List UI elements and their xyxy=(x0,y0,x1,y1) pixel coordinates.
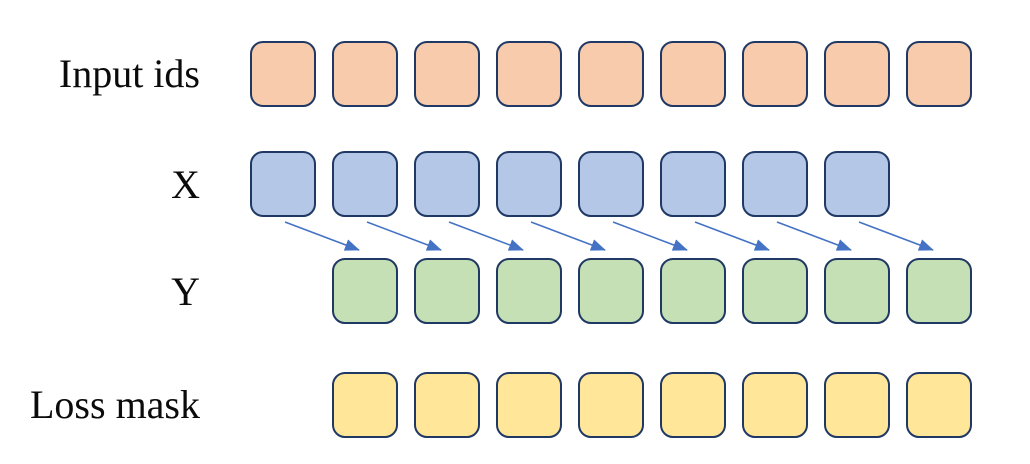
token-cell-y xyxy=(496,258,562,324)
shift-arrow xyxy=(448,221,524,251)
token-cell-loss-mask xyxy=(906,372,972,438)
shift-arrow xyxy=(530,221,606,251)
token-cell-input-ids xyxy=(578,41,644,107)
token-cell-x xyxy=(660,151,726,217)
token-cell-y xyxy=(742,258,808,324)
token-cell-y xyxy=(660,258,726,324)
token-cell-loss-mask xyxy=(332,372,398,438)
token-cell-input-ids xyxy=(250,41,316,107)
shift-arrow xyxy=(284,221,360,251)
token-cell-y xyxy=(578,258,644,324)
shift-arrow xyxy=(858,221,934,251)
token-cell-input-ids xyxy=(906,41,972,107)
token-cell-x xyxy=(578,151,644,217)
token-cell-x xyxy=(332,151,398,217)
shift-arrow xyxy=(366,221,442,251)
token-cell-y xyxy=(824,258,890,324)
token-cell-y xyxy=(332,258,398,324)
token-cell-input-ids xyxy=(496,41,562,107)
token-cell-x xyxy=(742,151,808,217)
shift-arrow xyxy=(694,221,770,251)
token-cell-input-ids xyxy=(824,41,890,107)
token-cell-x xyxy=(824,151,890,217)
token-cell-loss-mask xyxy=(496,372,562,438)
token-cell-input-ids xyxy=(742,41,808,107)
row-label-input-ids: Input ids xyxy=(58,51,200,96)
token-cell-input-ids xyxy=(414,41,480,107)
shift-arrow xyxy=(776,221,852,251)
token-cell-loss-mask xyxy=(824,372,890,438)
token-cell-loss-mask xyxy=(414,372,480,438)
token-cell-x xyxy=(250,151,316,217)
token-cell-loss-mask xyxy=(578,372,644,438)
token-cell-x xyxy=(496,151,562,217)
token-cell-loss-mask xyxy=(742,372,808,438)
token-cell-y xyxy=(414,258,480,324)
token-cell-loss-mask xyxy=(660,372,726,438)
row-label-y: Y xyxy=(171,269,200,314)
token-cell-input-ids xyxy=(660,41,726,107)
token-cell-input-ids xyxy=(332,41,398,107)
row-label-x: X xyxy=(171,162,200,207)
token-cell-y xyxy=(906,258,972,324)
token-cell-x xyxy=(414,151,480,217)
row-label-loss-mask: Loss mask xyxy=(30,382,200,427)
shift-arrow xyxy=(612,221,688,251)
